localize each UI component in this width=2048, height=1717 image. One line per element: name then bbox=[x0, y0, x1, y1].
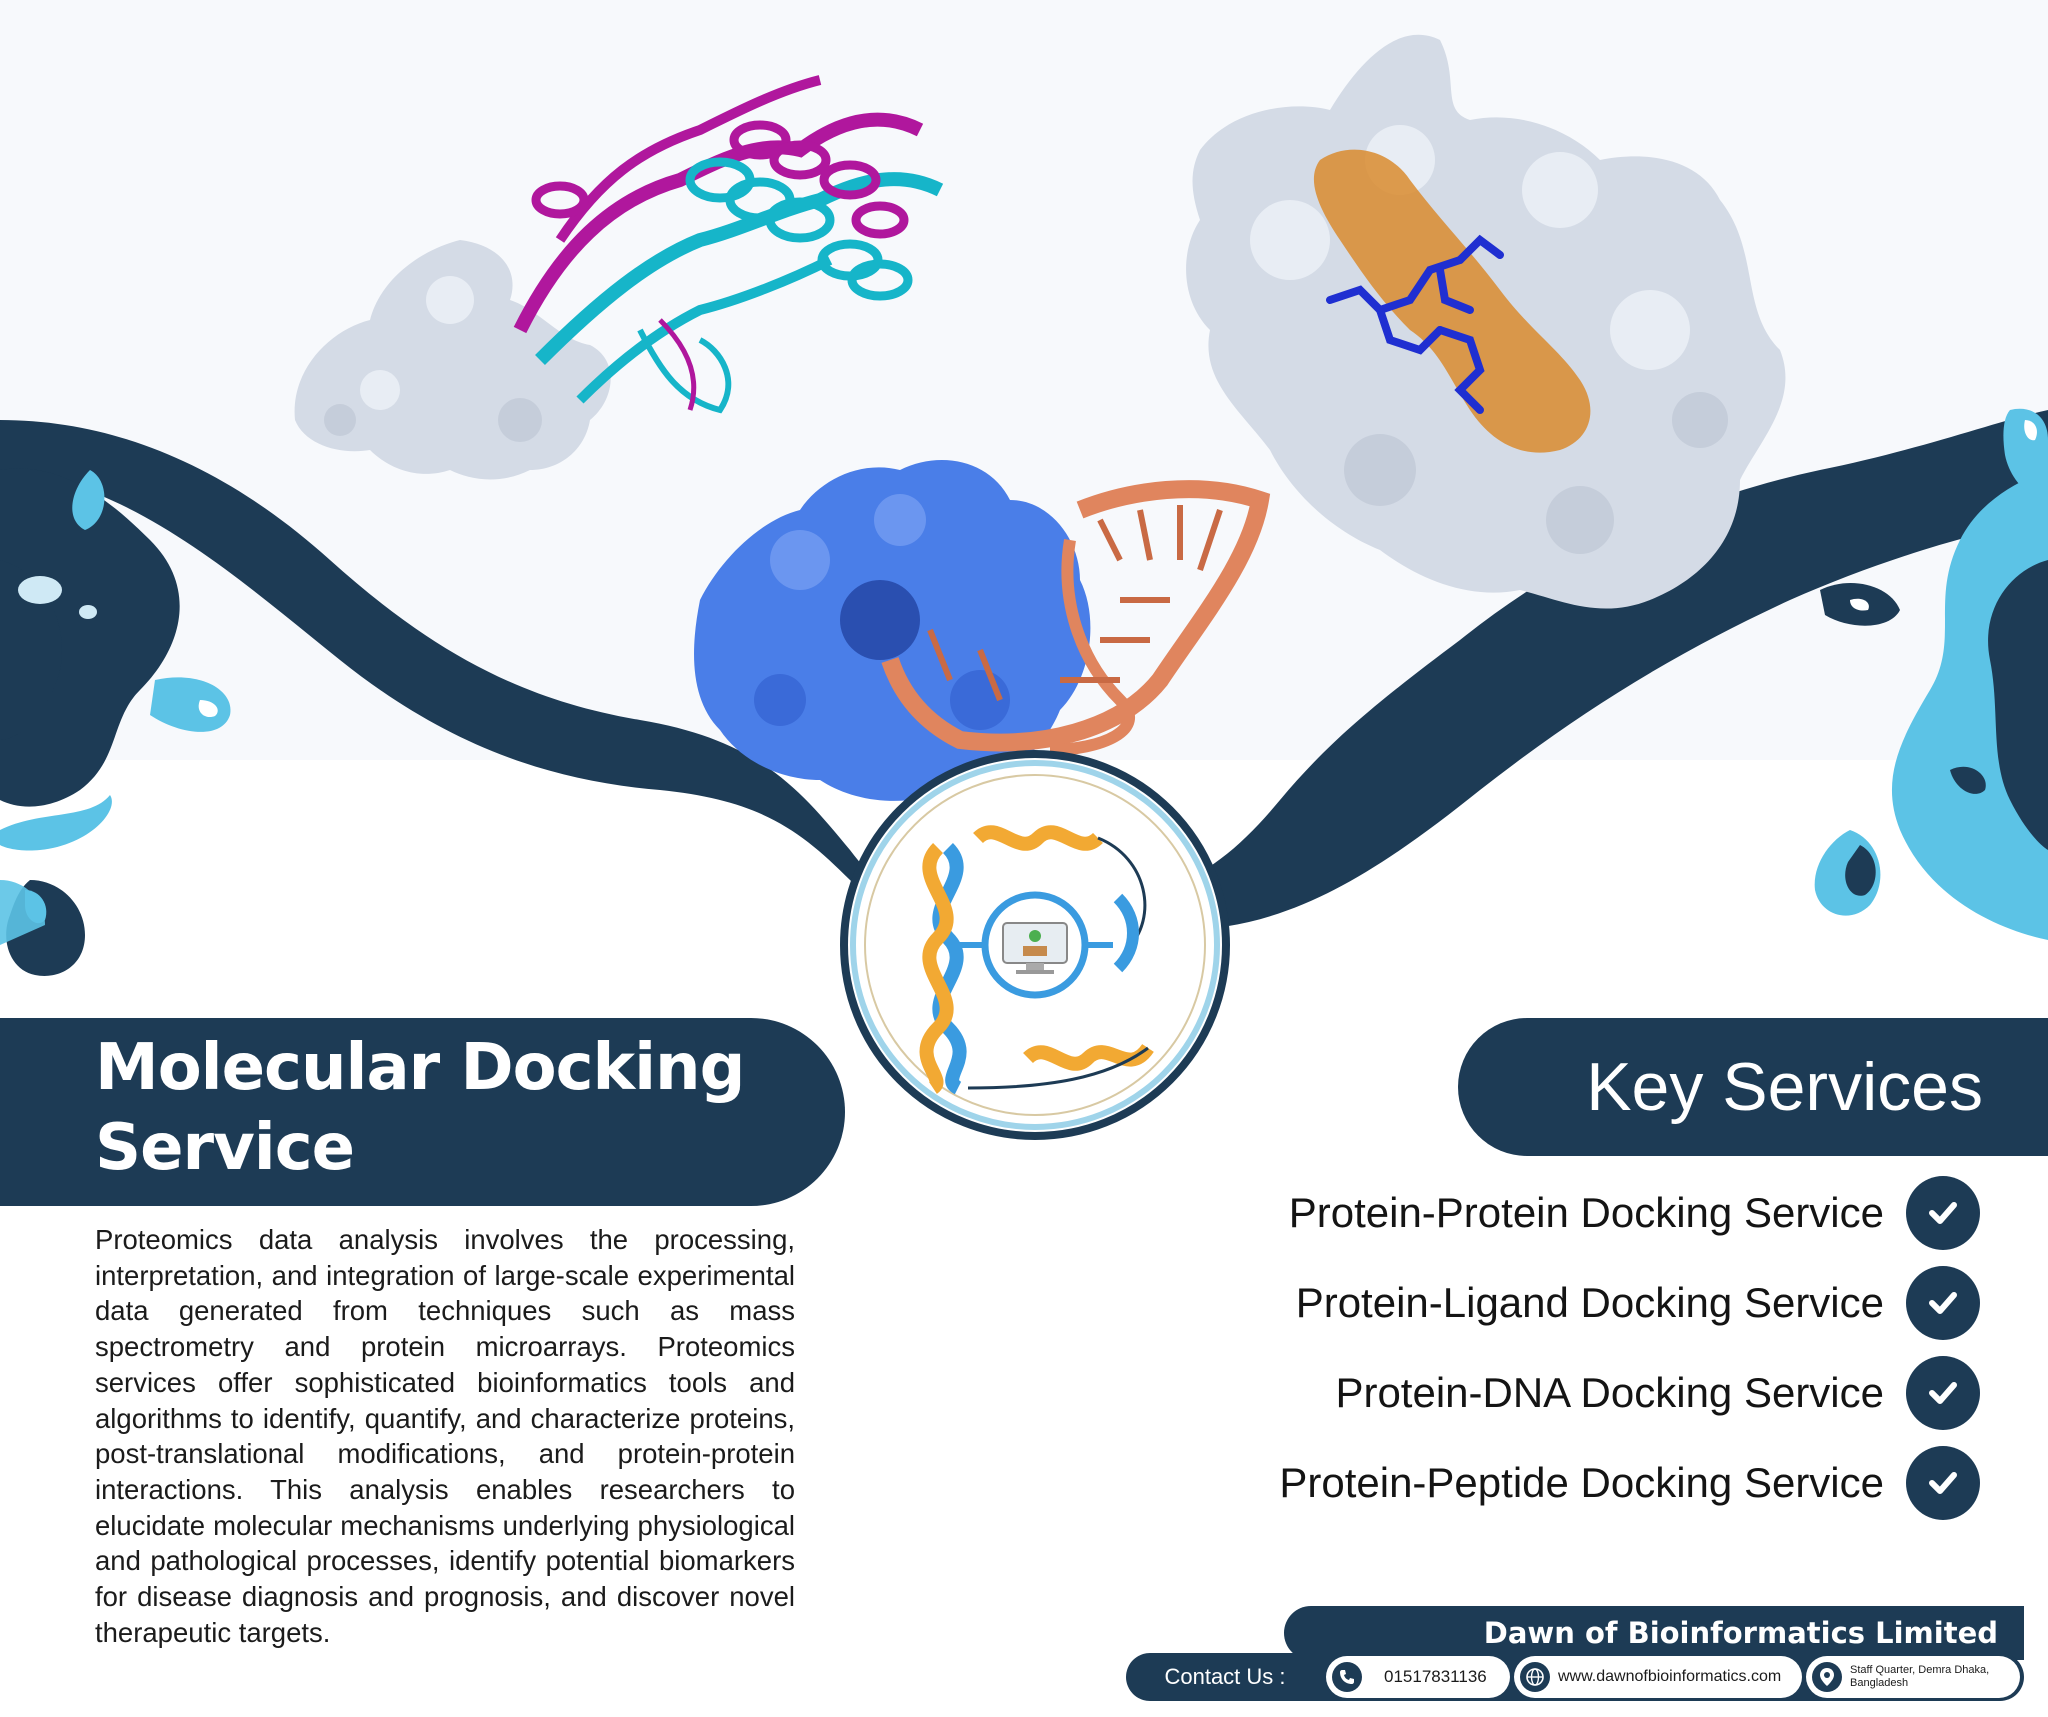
navy-wave bbox=[0, 410, 2048, 930]
phone-icon bbox=[1332, 1662, 1362, 1692]
service-item: Protein-Peptide Docking Service bbox=[1279, 1446, 1980, 1520]
key-services-heading: Key Services bbox=[1586, 1049, 1983, 1125]
right-splash bbox=[1814, 408, 2048, 940]
title-banner bbox=[0, 1018, 845, 1206]
website-url: www.dawnofbioinformatics.com bbox=[1558, 1668, 1782, 1685]
company-logo bbox=[840, 750, 1230, 1140]
company-name: Dawn of Bioinformatics Limited Banglades… bbox=[1483, 1616, 1998, 1704]
check-icon bbox=[1906, 1266, 1980, 1340]
left-splash bbox=[0, 468, 231, 976]
page-title: Molecular Docking Service bbox=[95, 1028, 815, 1188]
location-icon bbox=[1812, 1662, 1842, 1692]
address-line-1: Staff Quarter, Demra Dhaka, bbox=[1850, 1664, 1990, 1676]
key-services-banner bbox=[1458, 1018, 2048, 1156]
address-text: Staff Quarter, Demra Dhaka, Bangladesh bbox=[1850, 1664, 1989, 1690]
service-label: Protein-Protein Docking Service bbox=[1288, 1189, 1884, 1236]
company-banner bbox=[1284, 1606, 2024, 1660]
protein-dna-illustration bbox=[694, 460, 1271, 801]
service-item: Protein-DNA Docking Service bbox=[1335, 1356, 1980, 1430]
protein-protein-illustration bbox=[294, 75, 944, 480]
globe-icon bbox=[1520, 1662, 1550, 1692]
contact-label: Contact Us : bbox=[1164, 1664, 1286, 1689]
description-paragraph: Proteomics data analysis involves the pr… bbox=[95, 1224, 795, 1648]
website-contact[interactable]: www.dawnofbioinformatics.com bbox=[1514, 1656, 1802, 1698]
service-label: Protein-DNA Docking Service bbox=[1335, 1369, 1884, 1416]
service-label: Protein-Peptide Docking Service bbox=[1279, 1459, 1884, 1506]
title-line-1: Molecular Docking bbox=[95, 1031, 745, 1105]
phone-contact[interactable]: 01517831136 bbox=[1326, 1656, 1510, 1698]
check-icon bbox=[1906, 1356, 1980, 1430]
check-icon bbox=[1906, 1446, 1980, 1520]
service-item: Protein-Ligand Docking Service bbox=[1296, 1266, 1980, 1340]
address-contact: Staff Quarter, Demra Dhaka, Bangladesh bbox=[1806, 1656, 2020, 1698]
service-label: Protein-Ligand Docking Service bbox=[1295, 1279, 1884, 1326]
service-item: Protein-Protein Docking Service bbox=[1289, 1176, 1980, 1250]
title-line-2: Service bbox=[95, 1111, 355, 1185]
protein-ligand-illustration bbox=[1186, 34, 1786, 609]
dna-logo-icon bbox=[850, 760, 1220, 1130]
check-icon bbox=[1906, 1176, 1980, 1250]
phone-number: 01517831136 bbox=[1384, 1667, 1487, 1686]
address-line-2: Bangladesh bbox=[1850, 1677, 1909, 1689]
